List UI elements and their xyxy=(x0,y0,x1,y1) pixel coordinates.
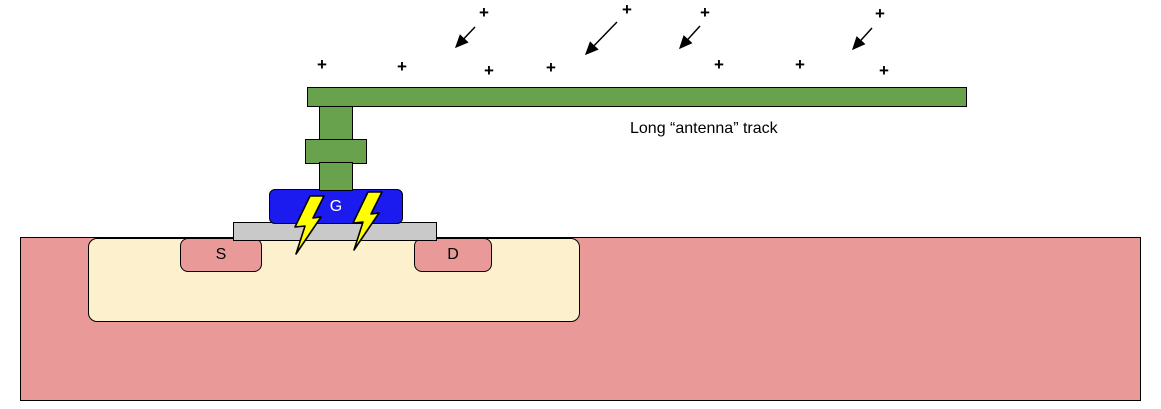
antenna-track-label: Long “antenna” track xyxy=(630,120,778,137)
plus-charge-icon: + xyxy=(714,55,724,74)
plus-charge-icon: + xyxy=(317,55,327,74)
gate-oxide-layer xyxy=(233,222,437,241)
plus-charge-icon: + xyxy=(875,4,885,23)
plus-charge-icon: + xyxy=(397,57,407,76)
charge-arrow-icon xyxy=(584,21,618,56)
antenna-track xyxy=(307,87,967,107)
charge-arrow-icon xyxy=(454,26,476,49)
plus-charge-icon: + xyxy=(484,61,494,80)
plus-charge-icon: + xyxy=(546,58,556,77)
source-label: S xyxy=(215,246,227,263)
plus-charge-icon: + xyxy=(479,3,489,22)
plus-charge-icon: + xyxy=(622,0,632,19)
source-region: S xyxy=(180,238,262,272)
contact-via-lower xyxy=(319,162,353,191)
contact-via-middle xyxy=(305,139,367,164)
gate-region: G xyxy=(269,189,403,224)
well-region xyxy=(88,238,580,322)
plus-charge-icon: + xyxy=(795,55,805,74)
charge-arrow-icon xyxy=(678,25,701,50)
drain-label: D xyxy=(447,246,459,263)
plus-charge-icon: + xyxy=(879,61,889,80)
plus-charge-icon: + xyxy=(700,3,710,22)
contact-via-upper xyxy=(319,106,353,141)
drain-region: D xyxy=(414,238,492,272)
charge-arrow-icon xyxy=(851,27,873,51)
gate-label: G xyxy=(329,197,343,215)
